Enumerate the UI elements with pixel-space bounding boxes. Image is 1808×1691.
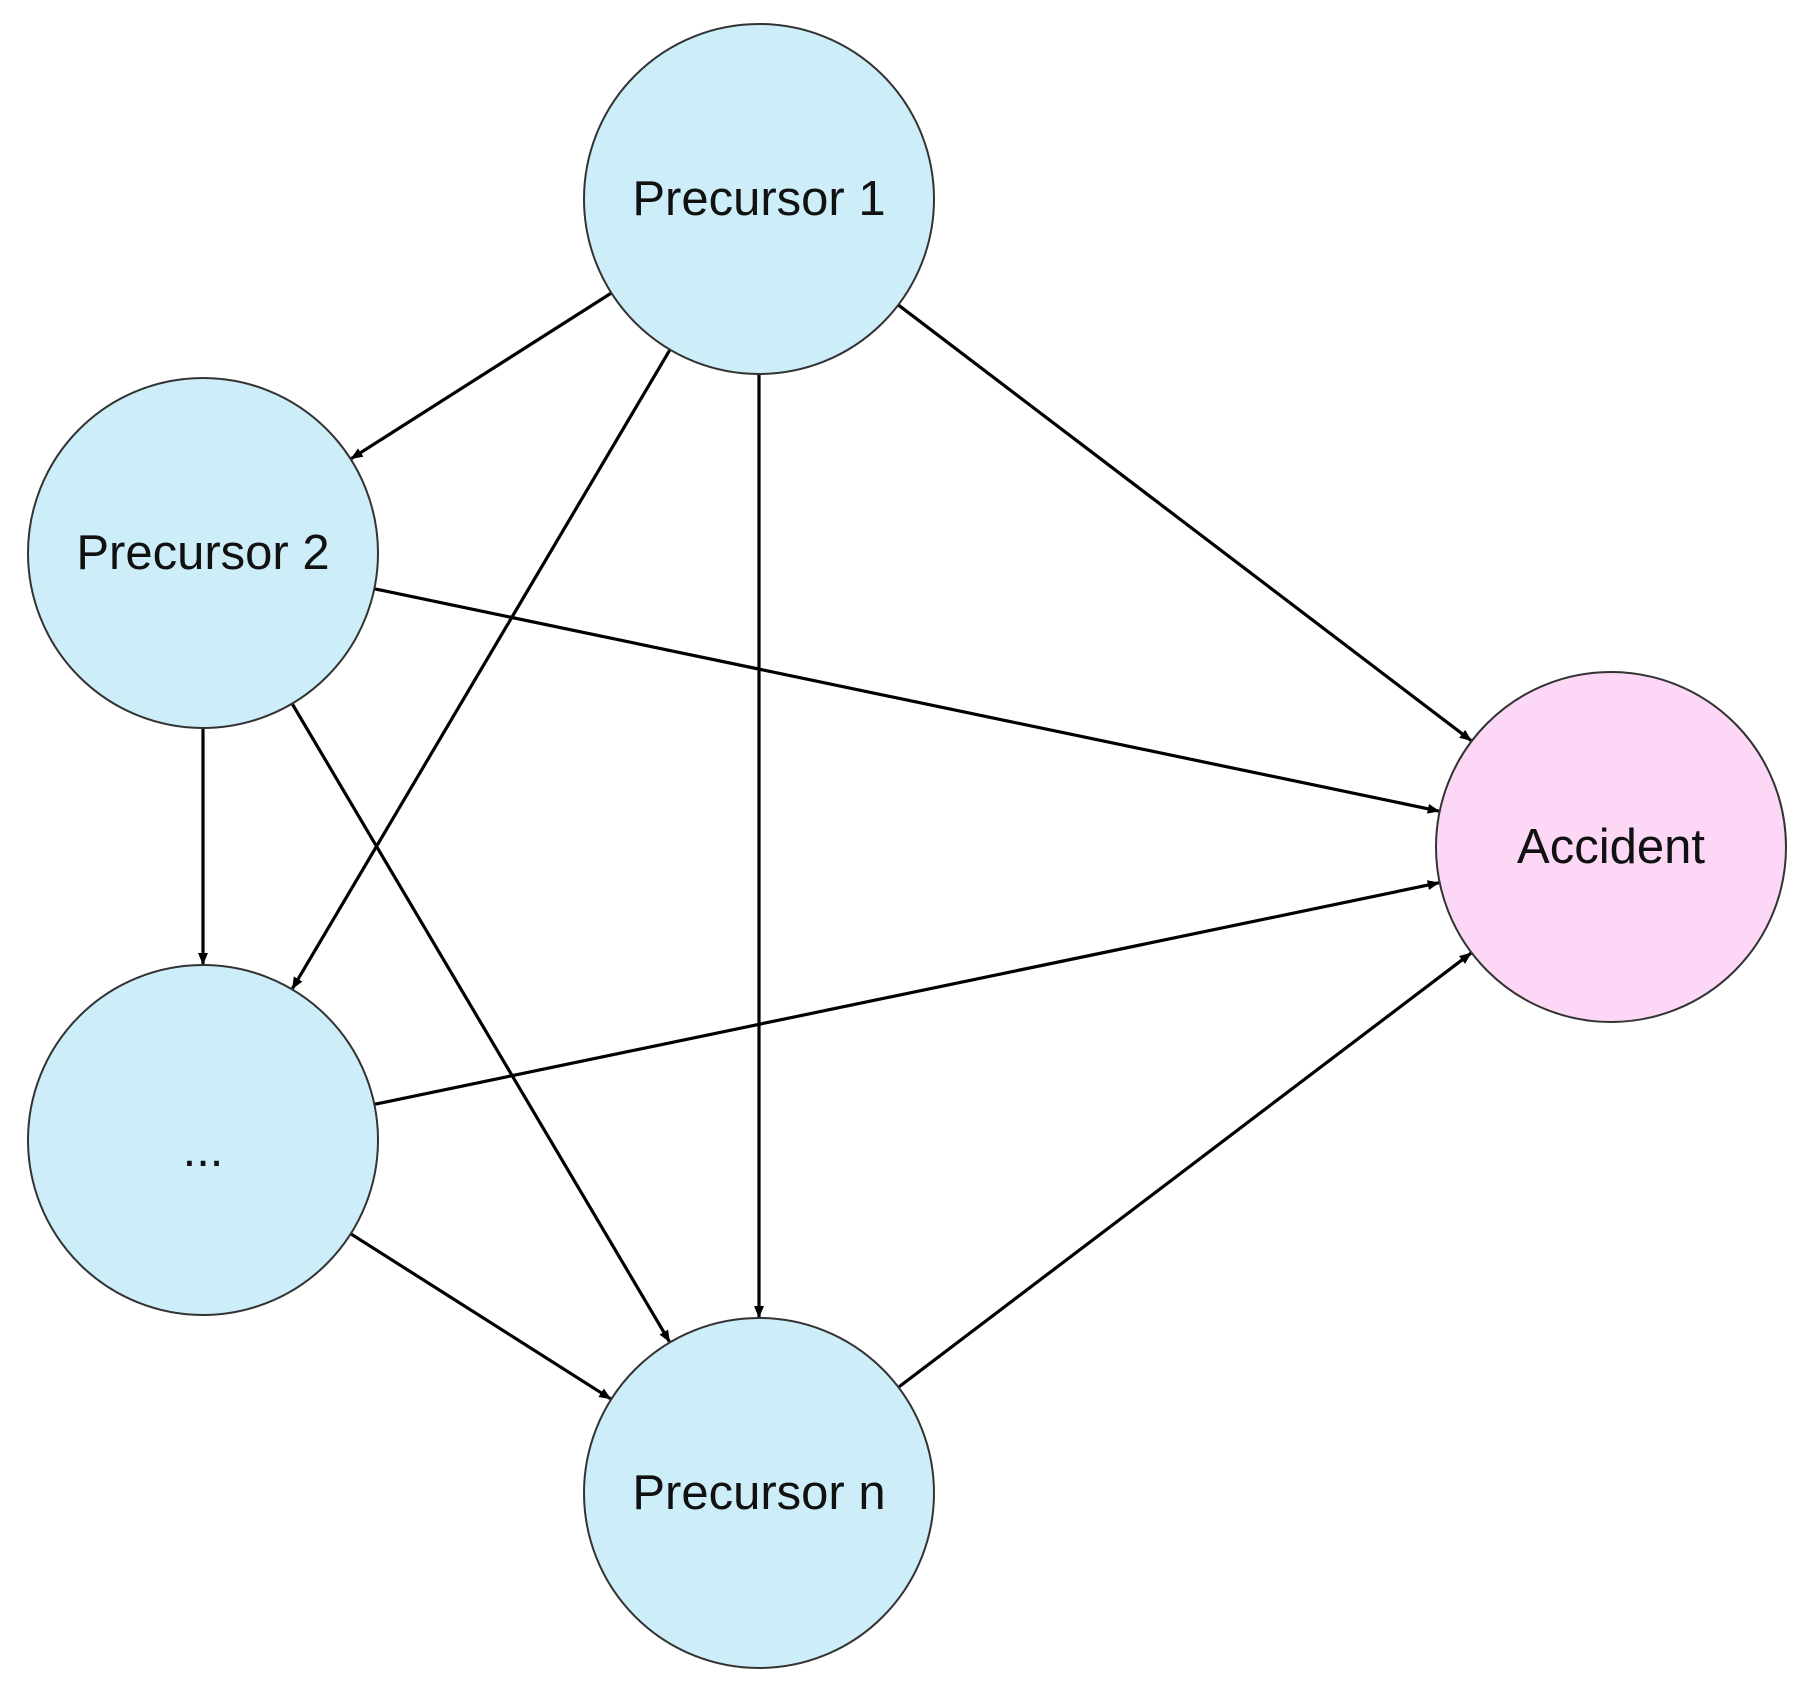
edge-p1-to-dots	[291, 348, 672, 990]
edge-p2-to-acc	[373, 587, 1440, 814]
node-precursor-n-circle	[583, 1317, 935, 1669]
node-ellipsis: ...	[27, 964, 379, 1316]
edge-p1-to-p2	[350, 291, 613, 460]
node-precursor-2-circle	[27, 377, 379, 729]
edge-pn-to-acc	[897, 952, 1472, 1389]
node-accident-circle	[1435, 671, 1787, 1023]
edge-dots-to-acc	[374, 880, 1440, 1106]
node-precursor-1-label: Precursor 1	[632, 172, 885, 226]
node-precursor-n: Precursor n	[583, 1317, 935, 1669]
edge-p1-to-acc	[897, 303, 1472, 742]
node-precursor-1: Precursor 1	[583, 23, 935, 375]
edge-dots-to-pn	[349, 1232, 612, 1401]
node-accident: Accident	[1435, 671, 1787, 1023]
node-precursor-n-label: Precursor n	[632, 1466, 885, 1520]
node-precursor-2: Precursor 2	[27, 377, 379, 729]
edge-p2-to-pn	[290, 702, 671, 1343]
edges	[198, 291, 1472, 1401]
node-accident-label: Accident	[1517, 820, 1705, 874]
node-ellipsis-label: ...	[183, 1123, 224, 1177]
node-ellipsis-circle	[27, 964, 379, 1316]
node-precursor-2-label: Precursor 2	[76, 526, 329, 580]
node-precursor-1-circle	[583, 23, 935, 375]
